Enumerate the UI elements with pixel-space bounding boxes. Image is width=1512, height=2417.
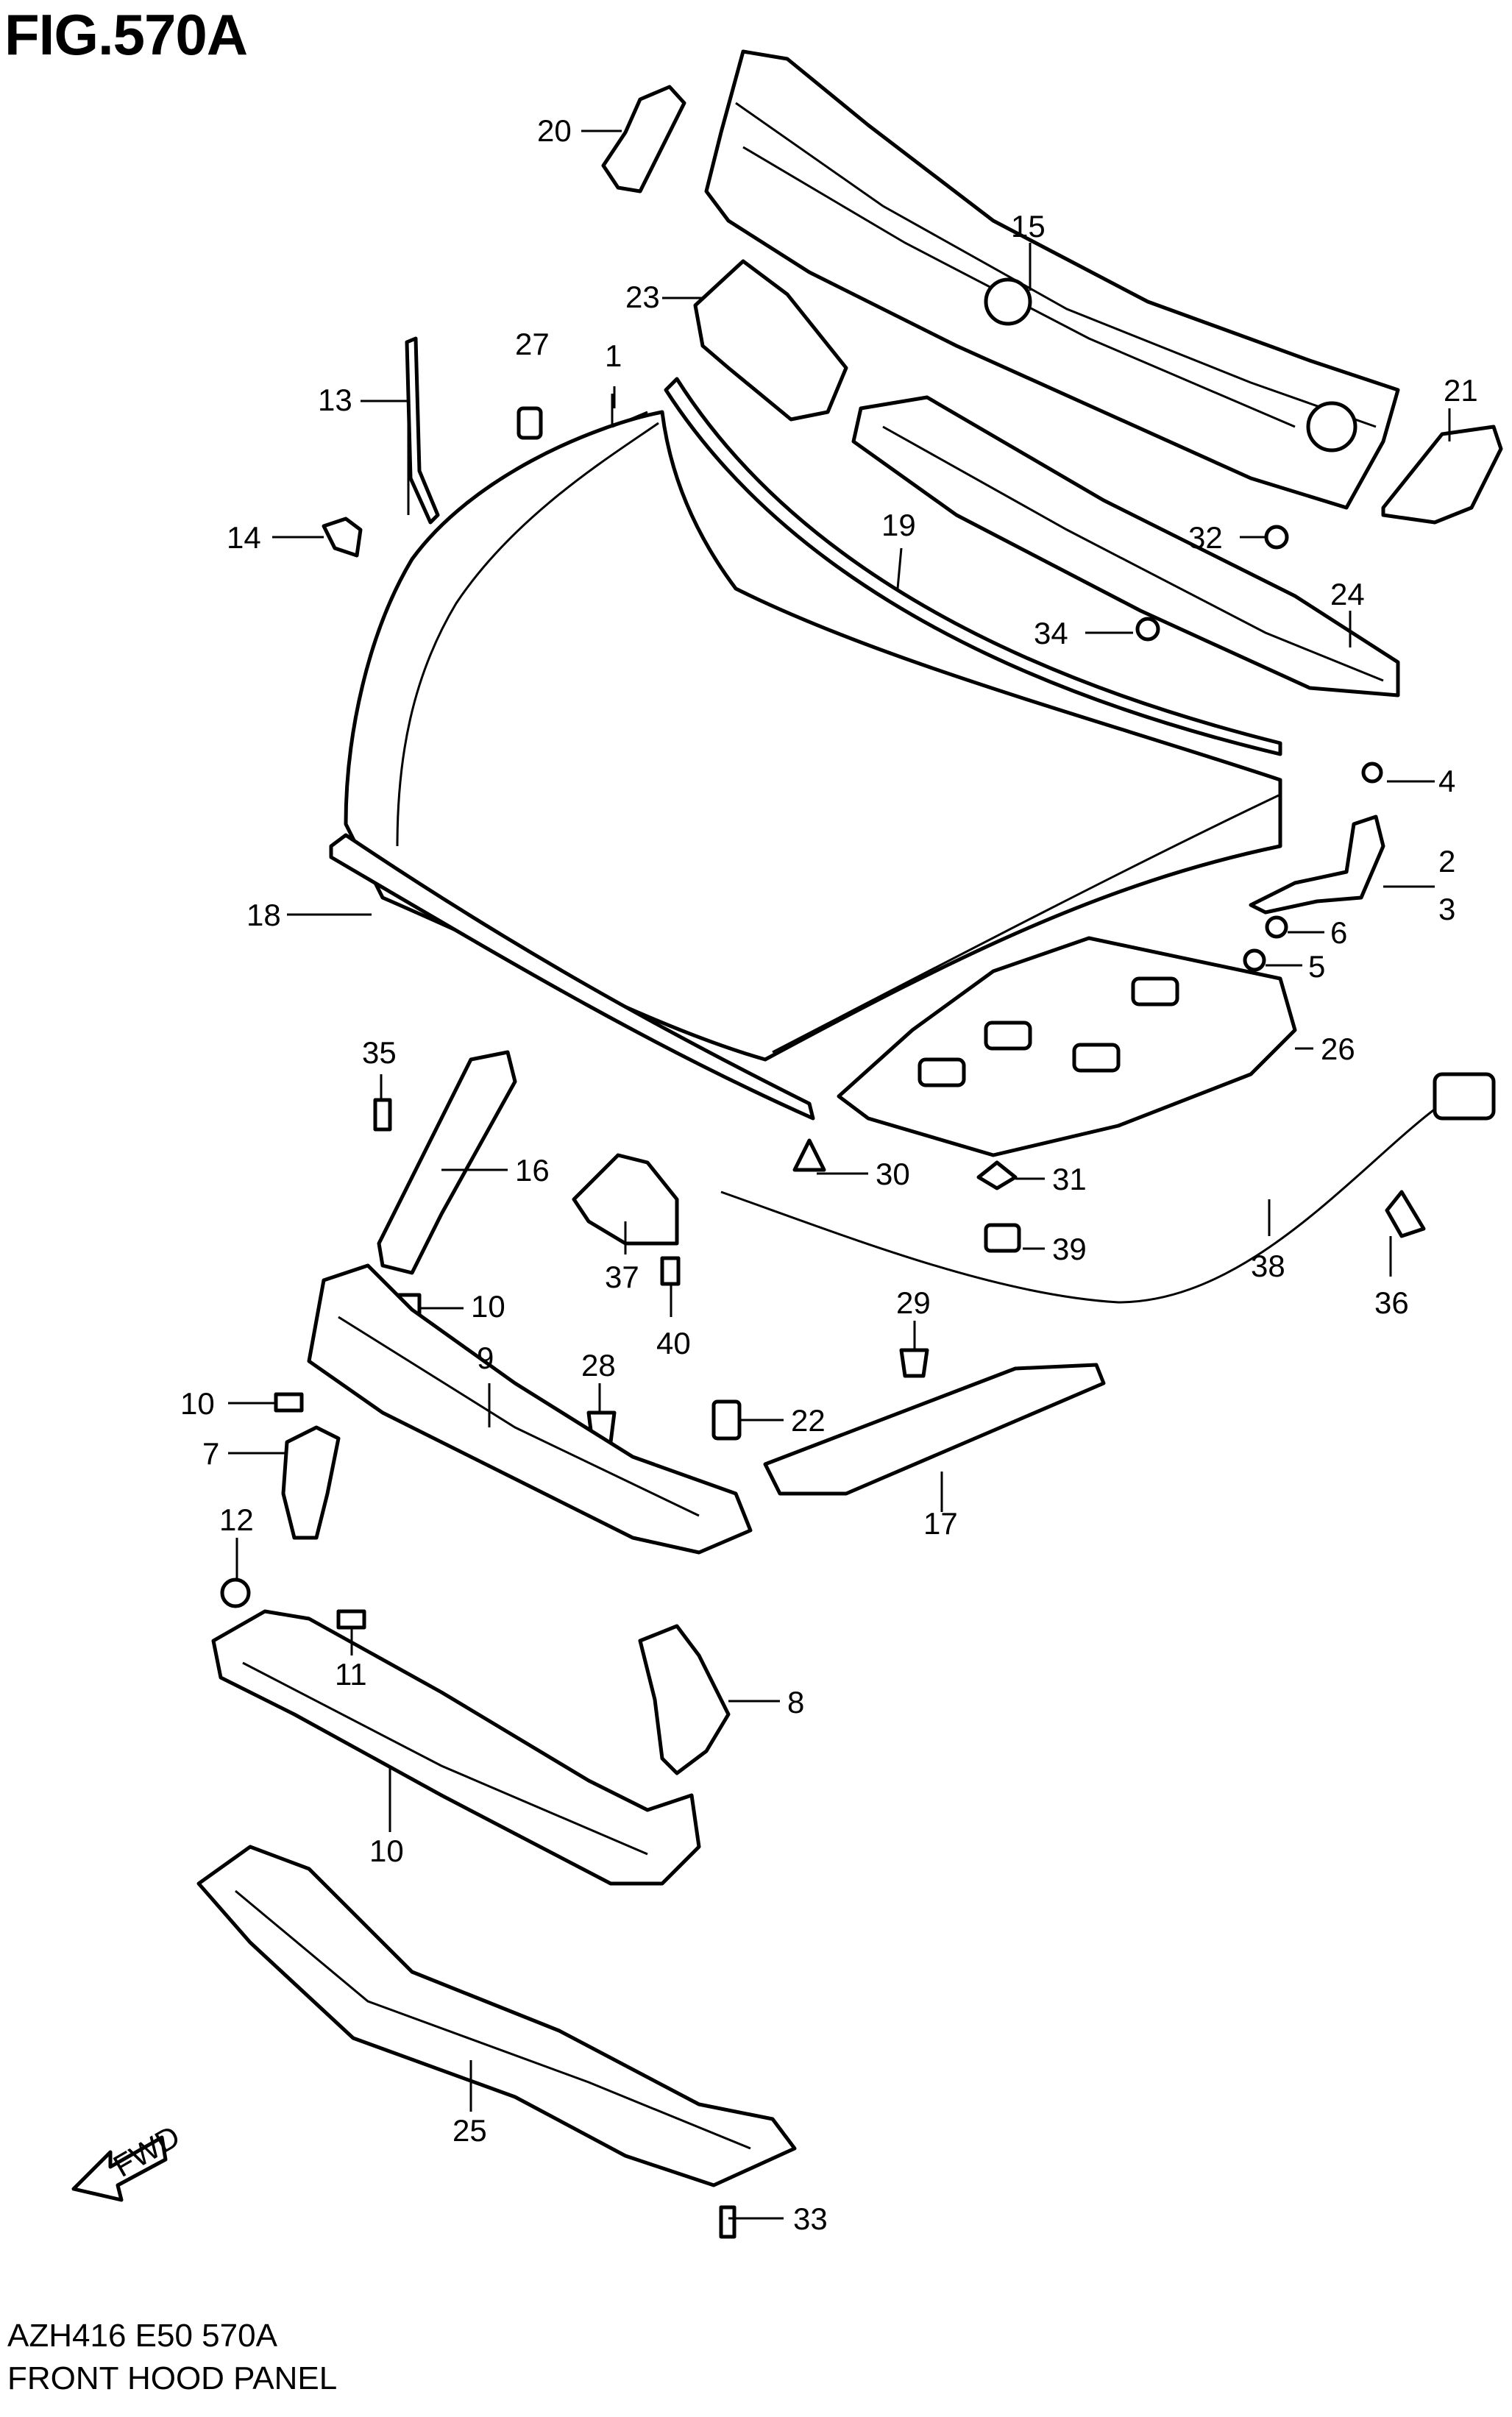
callout-10-lower: 10 (180, 1386, 215, 1421)
callout-3: 3 (1438, 892, 1455, 926)
callout-40: 39 (1052, 1232, 1087, 1266)
part-39-release-cable (720, 1072, 1496, 1304)
callout-6: 6 (1330, 915, 1347, 950)
callout-16: 15 (1011, 209, 1046, 244)
callout-19: 18 (246, 898, 281, 932)
callout-1: 1 (605, 338, 622, 373)
part-6-nut (1265, 915, 1288, 939)
callout-27: 26 (1321, 1032, 1355, 1066)
callout-2: 2 (1438, 844, 1455, 879)
part-5-nut (1243, 948, 1266, 972)
part-11-lower-member (211, 1609, 701, 1886)
callout-10-upper: 10 (471, 1289, 505, 1324)
callout-33: 32 (1188, 520, 1223, 555)
callout-36: 35 (362, 1035, 397, 1070)
part-1-hood (344, 410, 1282, 1062)
callout-39: 38 (1251, 1249, 1285, 1283)
part-16-cowl-top (704, 49, 1400, 510)
callout-7: 7 (202, 1436, 219, 1471)
callout-24: 23 (625, 280, 660, 314)
part-25-cowl-lower (851, 395, 1400, 698)
callout-31: 30 (876, 1157, 910, 1191)
callout-21: 20 (537, 113, 572, 148)
part-40-clip (984, 1223, 1021, 1253)
part-2-hinge (1249, 814, 1385, 915)
part-9-upper-support (307, 1263, 753, 1555)
footer-code: AZH416 E50 570A (7, 2318, 277, 2354)
callout-14: 13 (318, 383, 352, 417)
part-17-support (377, 1050, 517, 1275)
part-15-clip (322, 517, 363, 558)
part-12-bolt (336, 1609, 366, 1630)
part-37-clip (1385, 1190, 1426, 1238)
callout-8: 8 (787, 1685, 804, 1719)
part-38-latch (572, 1153, 679, 1246)
part-33-nut (1264, 525, 1289, 550)
part-21-bracket (601, 85, 686, 194)
part-36-bolt (373, 1098, 392, 1132)
part-22-bracket (1381, 425, 1503, 525)
part-8-bracket (638, 1624, 731, 1775)
callout-20: 19 (881, 508, 916, 542)
callout-28: 27 (515, 327, 550, 361)
part-27-insulator (837, 936, 1297, 1157)
part-7-bracket (281, 1425, 341, 1540)
callout-25: 24 (1330, 577, 1365, 611)
part-35-nut (1135, 617, 1160, 642)
part-30-bumper (899, 1348, 929, 1378)
leader-lines (228, 129, 1451, 2220)
part-32-clip (976, 1160, 1018, 1190)
part-23-bumper (711, 1399, 742, 1441)
part-4-bolt (1361, 762, 1383, 784)
callout-15: 14 (227, 520, 261, 555)
part-31-clip (792, 1138, 826, 1172)
part-14-prop-rod (405, 336, 440, 525)
callout-32: 31 (1052, 1162, 1087, 1196)
part-20-weatherstrip (664, 377, 1282, 756)
fwd-arrow: FWD (71, 2118, 185, 2202)
callout-11: 10 (369, 1834, 404, 1868)
callout-26: 25 (452, 2113, 487, 2148)
callout-23: 22 (791, 1403, 826, 1438)
callout-9: 9 (477, 1341, 494, 1375)
callout-labels: 20 15 21 23 13 27 1 14 19 32 34 24 4 2 3… (180, 113, 1478, 2236)
callout-5: 5 (1308, 949, 1325, 984)
callout-38: 37 (605, 1260, 639, 1294)
callout-4: 4 (1438, 764, 1455, 798)
part-10b-bolt (274, 1392, 304, 1413)
callout-41: 40 (656, 1326, 691, 1360)
part-18-reinforcement (763, 1363, 1106, 1496)
callout-17: 16 (515, 1153, 550, 1188)
part-41-bolt (660, 1256, 681, 1286)
callout-30: 29 (896, 1285, 931, 1320)
callout-18: 17 (923, 1506, 958, 1541)
footer-name: FRONT HOOD PANEL (7, 2360, 338, 2396)
callout-34: 33 (793, 2201, 828, 2236)
callout-37: 36 (1374, 1285, 1409, 1320)
callout-29: 28 (581, 1348, 616, 1383)
callout-22: 21 (1444, 373, 1478, 408)
part-26-crossmember (196, 1845, 797, 2187)
callout-12: 11 (335, 1657, 367, 1692)
fwd-label: FWD (107, 2118, 185, 2184)
part-34-bolt (719, 2205, 737, 2239)
part-24-seal (693, 259, 848, 422)
part-28-clip (517, 406, 543, 440)
callout-35: 34 (1034, 616, 1068, 650)
part-19-front-seal (329, 833, 815, 1121)
figure-title: FIG.570A (4, 2, 248, 67)
callout-13: 12 (219, 1502, 254, 1537)
part-13-nut (220, 1577, 251, 1608)
